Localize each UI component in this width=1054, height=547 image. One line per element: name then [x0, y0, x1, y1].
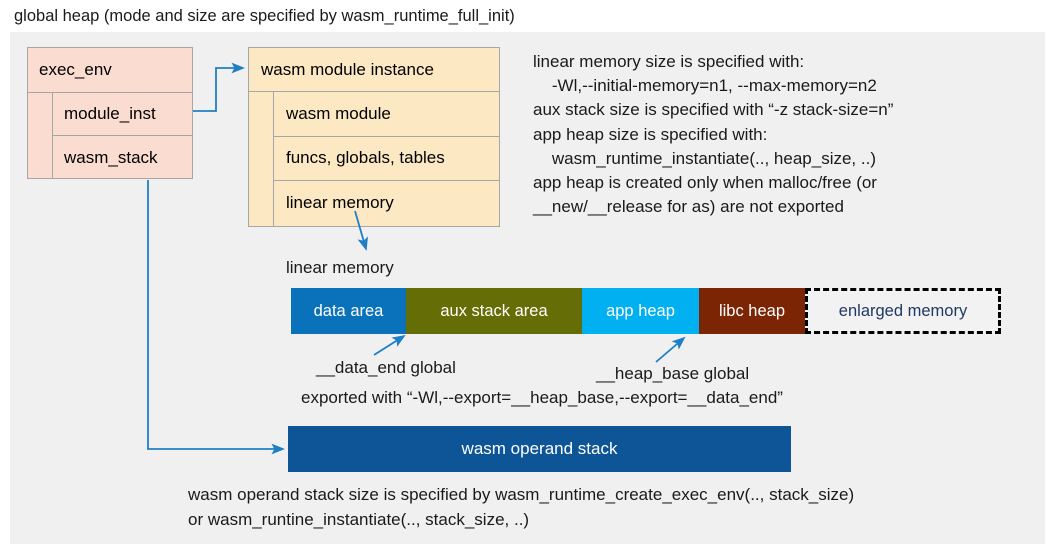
memory-segment-enlarged-memory: enlarged memory	[805, 288, 1001, 334]
exec-env-field-module-inst: module_inst	[53, 93, 192, 136]
exec-env-title: exec_env	[28, 48, 192, 93]
memory-segment-libc-heap: libc heap	[699, 288, 805, 334]
exec-env-box: exec_env module_inst wasm_stack	[27, 47, 193, 179]
wasm-operand-stack-box: wasm operand stack	[288, 426, 791, 472]
exec-env-gutter	[28, 93, 53, 179]
module-instance-title: wasm module instance	[249, 48, 499, 92]
operand-stack-notes: wasm operand stack size is specified by …	[188, 485, 855, 529]
wasm-module-instance-box: wasm module instance wasm module funcs, …	[248, 47, 500, 227]
linear-memory-caption: linear memory	[286, 258, 394, 277]
annotation-heap-base: __heap_base global	[596, 364, 750, 383]
module-instance-gutter	[249, 92, 274, 226]
annotation-data-end: __data_end global	[316, 358, 456, 377]
memory-segment-app-heap: app heap	[582, 288, 699, 334]
memory-segment-aux-stack-area: aux stack area	[406, 288, 582, 334]
module-instance-rows-area: wasm module funcs, globals, tables linea…	[249, 92, 499, 226]
exec-env-fields-area: module_inst wasm_stack	[28, 93, 192, 179]
module-instance-row-linear-memory: linear memory	[286, 193, 394, 213]
memory-segment-data-area: data area	[291, 288, 406, 334]
exec-env-field-wasm-stack: wasm_stack	[64, 147, 158, 167]
annotation-exported-with: exported with “-Wl,--export=__heap_base,…	[301, 388, 783, 407]
module-instance-row-funcs-globals-tables: funcs, globals, tables	[274, 137, 499, 182]
module-instance-row-wasm-module: wasm module	[274, 92, 499, 137]
page-title: global heap (mode and size are specified…	[14, 7, 515, 25]
linear-memory-notes: linear memory size is specified with: -W…	[533, 52, 894, 217]
